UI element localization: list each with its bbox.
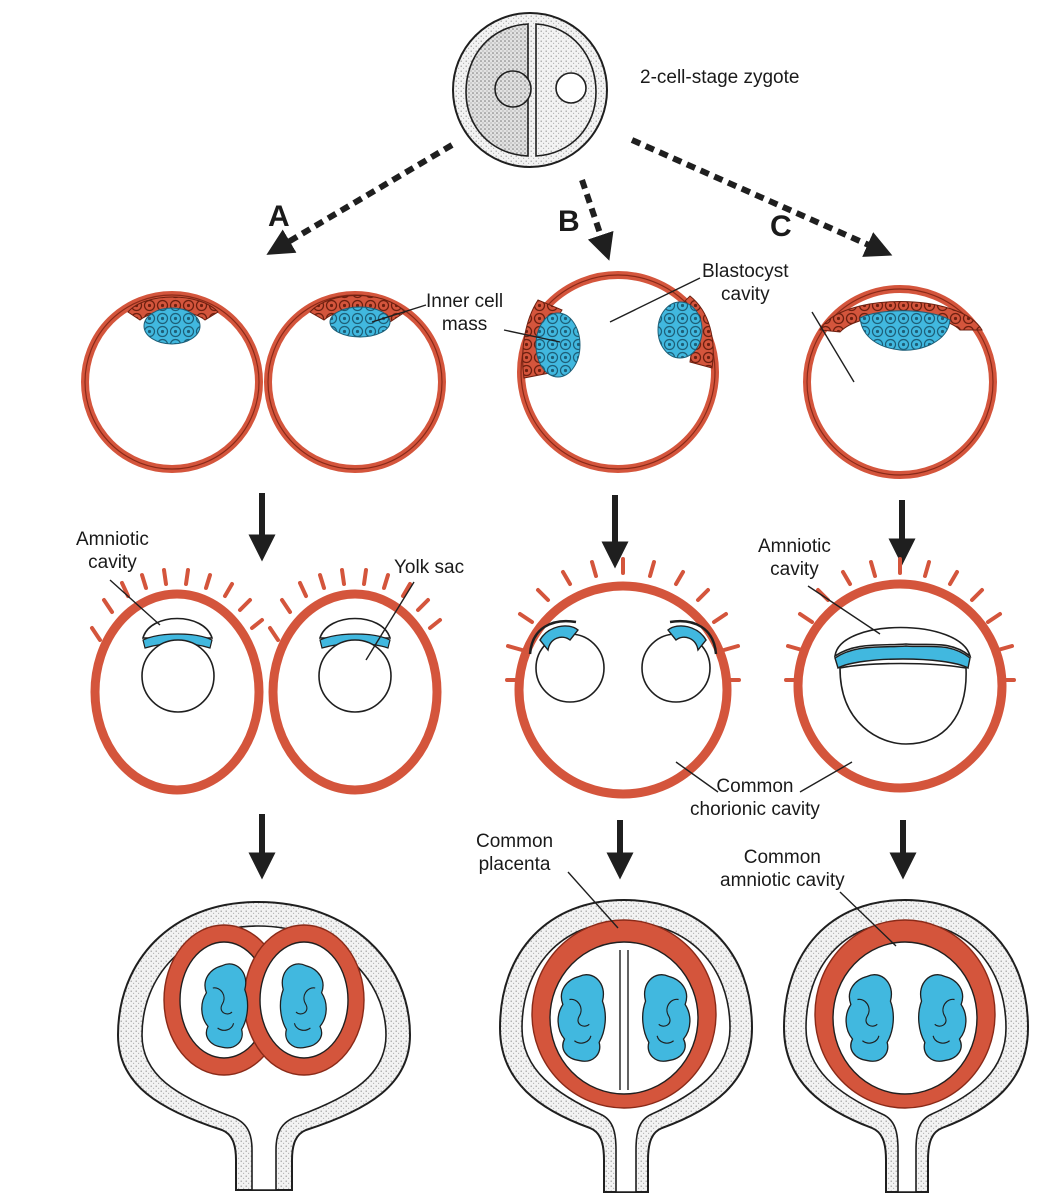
blastocyst-c	[803, 285, 997, 479]
common-amniotic-cavity-label: Common amniotic cavity	[720, 847, 845, 891]
arrow-a	[266, 142, 454, 255]
common-chorionic-cavity-label: Common chorionic cavity	[690, 776, 820, 820]
leader-inner-cell-mass-b	[503, 329, 561, 343]
leader-common-placenta	[567, 871, 619, 929]
blastocyst-b	[517, 271, 719, 473]
leader-amniotic-cavity-a	[109, 579, 161, 626]
chorion-a-right	[268, 568, 442, 795]
blastocyst-cavity-label: Blastocyst cavity	[702, 261, 789, 305]
uterus-b	[498, 898, 754, 1193]
panel-label-b: B	[558, 205, 580, 238]
inner-cell-mass-label: Inner cell mass	[426, 291, 504, 335]
arrow-c	[630, 137, 893, 257]
leader-chorionic-cavity-b	[675, 761, 719, 793]
leader-amniotic-cavity-c	[807, 585, 881, 635]
dashed-arrows	[266, 137, 893, 261]
leader-blastocyst-cavity-b	[609, 277, 701, 323]
solid-arrows-row2	[248, 814, 917, 880]
leader-yolk-sac	[365, 581, 415, 661]
uterus-a	[116, 900, 412, 1191]
leader-inner-cell-mass-a	[371, 304, 427, 323]
panel-label-c: C	[770, 210, 792, 243]
blastocyst-a-right	[264, 291, 446, 473]
amniotic-cavity-a-label: Amniotic cavity	[76, 529, 149, 573]
leader-blastocyst-cavity-c	[811, 311, 855, 383]
leader-lines	[109, 277, 897, 947]
chorion-c	[784, 557, 1016, 793]
amniotic-cavity-c-label: Amniotic cavity	[758, 536, 831, 580]
common-placenta-label: Common placenta	[476, 831, 554, 875]
zygote-label: 2-cell-stage zygote	[640, 67, 800, 88]
blastocyst-a-left	[81, 291, 263, 473]
arrow-b	[579, 179, 614, 261]
leader-chorionic-cavity-c	[799, 761, 853, 793]
panel-label-a: A	[268, 200, 290, 233]
chorion-b	[505, 557, 741, 799]
chorion-a-left	[90, 568, 264, 795]
solid-arrows-row1	[248, 493, 916, 569]
uterus-c	[782, 898, 1030, 1193]
leader-common-amniotic-cavity	[839, 891, 897, 947]
yolk-sac-label: Yolk sac	[394, 557, 465, 578]
zygote	[452, 12, 608, 168]
